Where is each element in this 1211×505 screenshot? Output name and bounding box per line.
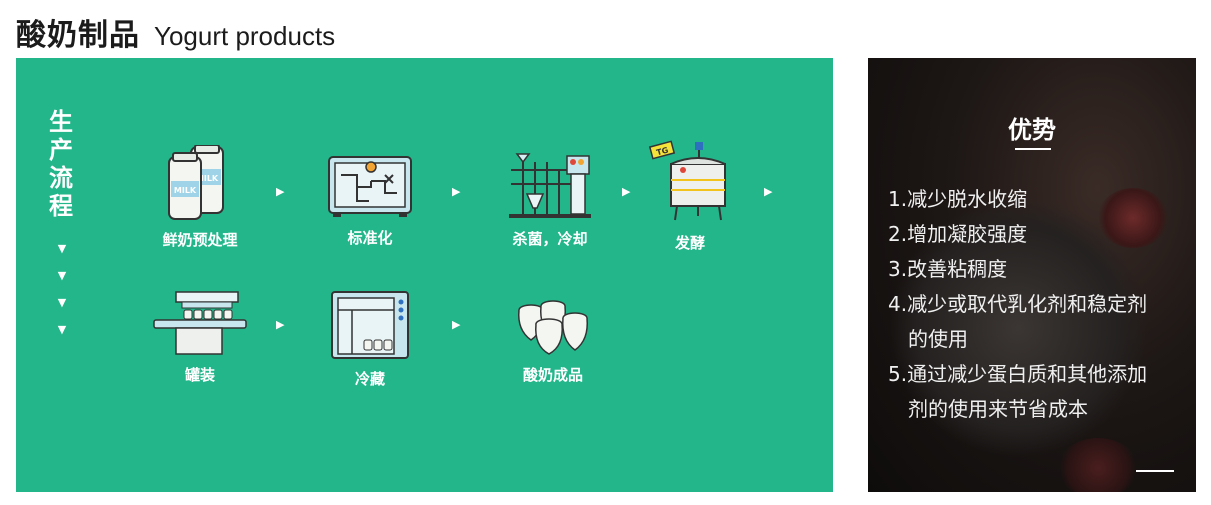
step-refrigeration: 冷藏 xyxy=(320,290,420,389)
arrow-down-icon: ▼ xyxy=(57,269,67,282)
process-vertical-label: 生产流程 xyxy=(49,108,73,220)
step-label: 罐装 xyxy=(184,366,215,384)
step-standardization: 标准化 xyxy=(320,153,420,248)
milk-bottles-icon: MILK MILK xyxy=(168,145,224,220)
step-milk-pretreatment: MILK MILK 鲜奶预处理 xyxy=(150,145,250,250)
arrow-right-icon: ▶ xyxy=(622,185,631,198)
svg-text:TG: TG xyxy=(655,146,669,158)
advantage-item-continued: 剂的使用来节省成本 xyxy=(908,397,1088,421)
advantage-item: 5.通过减少蛋白质和其他添加 xyxy=(888,362,1148,386)
arrow-down-icon: ▼ xyxy=(57,296,67,309)
svg-text:MILK: MILK xyxy=(174,186,197,195)
step-label: 杀菌，冷却 xyxy=(512,230,588,248)
svg-text:MILK: MILK xyxy=(196,174,219,183)
arrow-right-icon: ▶ xyxy=(276,318,285,331)
step-yogurt-product: 酸奶成品 xyxy=(505,300,601,385)
standardization-machine-icon xyxy=(328,156,412,217)
advantage-item-continued: 的使用 xyxy=(908,327,968,351)
step-filling: 罐装 xyxy=(150,290,250,385)
advantage-item: 4.减少或取代乳化剂和稳定剂 xyxy=(888,292,1148,316)
refrigerator-icon xyxy=(331,291,409,359)
background-strawberry-image xyxy=(1058,438,1138,492)
arrow-right-icon: ▶ xyxy=(764,185,773,198)
arrow-right-icon: ▶ xyxy=(452,185,461,198)
arrow-down-icon: ▼ xyxy=(57,242,67,255)
corner-divider xyxy=(1136,470,1174,472)
sterilization-pipes-icon xyxy=(509,153,591,218)
advantage-item: 1.减少脱水收缩 xyxy=(888,187,1028,211)
step-label: 标准化 xyxy=(347,229,393,247)
step-fermentation: TG 发酵 xyxy=(640,140,740,253)
page-title-zh: 酸奶制品 xyxy=(16,18,140,53)
title-underline xyxy=(1015,148,1051,150)
yogurt-jars-icon xyxy=(518,300,588,355)
process-panel xyxy=(16,58,833,492)
advantage-item: 2.增加凝胶强度 xyxy=(888,222,1028,246)
step-sterilization-cooling: 杀菌，冷却 xyxy=(495,150,605,249)
advantages-title: 优势 xyxy=(1008,116,1056,144)
step-label: 冷藏 xyxy=(354,370,385,388)
vertical-arrows: ▼ ▼ ▼ ▼ xyxy=(55,235,69,343)
arrow-down-icon: ▼ xyxy=(57,323,67,336)
arrow-right-icon: ▶ xyxy=(276,185,285,198)
advantages-panel: 优势 1.减少脱水收缩 2.增加凝胶强度 3.改善粘稠度 4.减少或取代乳化剂和… xyxy=(868,58,1196,492)
fermentation-tank-icon: TG xyxy=(648,140,726,221)
step-label: 鲜奶预处理 xyxy=(162,231,238,249)
advantages-list: 1.减少脱水收缩 2.增加凝胶强度 3.改善粘稠度 4.减少或取代乳化剂和稳定剂… xyxy=(888,182,1188,427)
page-title: 酸奶制品 Yogurt products xyxy=(16,10,335,54)
advantage-item: 3.改善粘稠度 xyxy=(888,257,1008,281)
background-bowl-image xyxy=(888,198,1148,458)
step-label: 发酵 xyxy=(674,234,705,252)
arrow-right-icon: ▶ xyxy=(452,318,461,331)
page-title-en: Yogurt products xyxy=(154,21,336,51)
background-strawberry-image xyxy=(1098,188,1168,248)
filling-machine-icon xyxy=(153,291,247,355)
step-label: 酸奶成品 xyxy=(522,366,583,384)
